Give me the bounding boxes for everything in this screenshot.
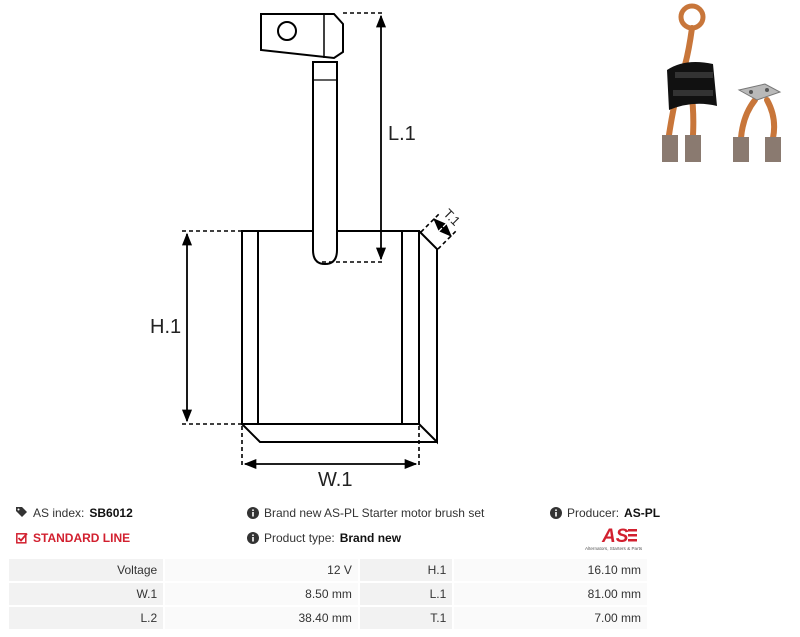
table-row: L.2 38.40 mm T.1 7.00 mm xyxy=(9,607,649,631)
spec-value: 7.00 mm xyxy=(454,607,649,631)
lead-wire xyxy=(312,61,338,266)
spec-value: 16.10 mm xyxy=(454,559,649,583)
svg-text:Alternators, Starters & Parts: Alternators, Starters & Parts xyxy=(585,546,643,551)
spec-label: H.1 xyxy=(359,559,455,583)
svg-text:AS: AS xyxy=(601,526,629,547)
spec-label: L.1 xyxy=(359,583,455,607)
description-text: Brand new AS-PL Starter motor brush set xyxy=(264,506,485,520)
t1-label: T.1 xyxy=(441,206,464,229)
technical-drawing: L.1 H.1 W.1 T.1 xyxy=(150,12,464,491)
type-value: Brand new xyxy=(339,531,402,545)
table-row: Voltage 12 V H.1 16.10 mm xyxy=(9,559,649,583)
t1-dimension xyxy=(433,218,452,237)
info-icon xyxy=(550,507,562,519)
w1-label: W.1 xyxy=(318,469,352,491)
producer-value: AS-PL xyxy=(624,506,661,520)
product-type: Product type: Brand new xyxy=(247,531,401,545)
spec-label: Voltage xyxy=(9,559,166,583)
as-pl-logo: AS Alternators, Starters & Parts xyxy=(585,525,651,553)
product-description: Brand new AS-PL Starter motor brush set xyxy=(247,506,484,520)
product-photo xyxy=(655,0,800,175)
spec-label: L.2 xyxy=(9,607,166,631)
producer: Producer: AS-PL xyxy=(550,506,660,520)
type-label: Product type: xyxy=(264,531,335,545)
spec-label: W.1 xyxy=(9,583,166,607)
tags-icon xyxy=(16,507,27,517)
checkbox-icon xyxy=(16,532,28,544)
producer-label: Producer: xyxy=(567,506,620,520)
table-row: W.1 8.50 mm L.1 81.00 mm xyxy=(9,583,649,607)
spec-value: 8.50 mm xyxy=(165,583,360,607)
as-index-label: AS index: xyxy=(33,506,85,520)
info-icon xyxy=(247,507,259,519)
line-label: STANDARD LINE xyxy=(33,531,131,545)
info-icon xyxy=(247,532,259,544)
h1-label: H.1 xyxy=(150,316,181,338)
spec-label: T.1 xyxy=(359,607,455,631)
as-index: AS index: SB6012 xyxy=(16,506,133,520)
product-line: STANDARD LINE xyxy=(16,531,130,545)
spec-value: 38.40 mm xyxy=(165,607,360,631)
spec-value: 81.00 mm xyxy=(454,583,649,607)
spec-value: 12 V xyxy=(165,559,360,583)
as-index-value: SB6012 xyxy=(89,506,133,520)
l1-label: L.1 xyxy=(388,123,416,145)
specs-table: Voltage 12 V H.1 16.10 mm W.1 8.50 mm L.… xyxy=(9,559,649,631)
terminal-lug xyxy=(260,13,344,60)
